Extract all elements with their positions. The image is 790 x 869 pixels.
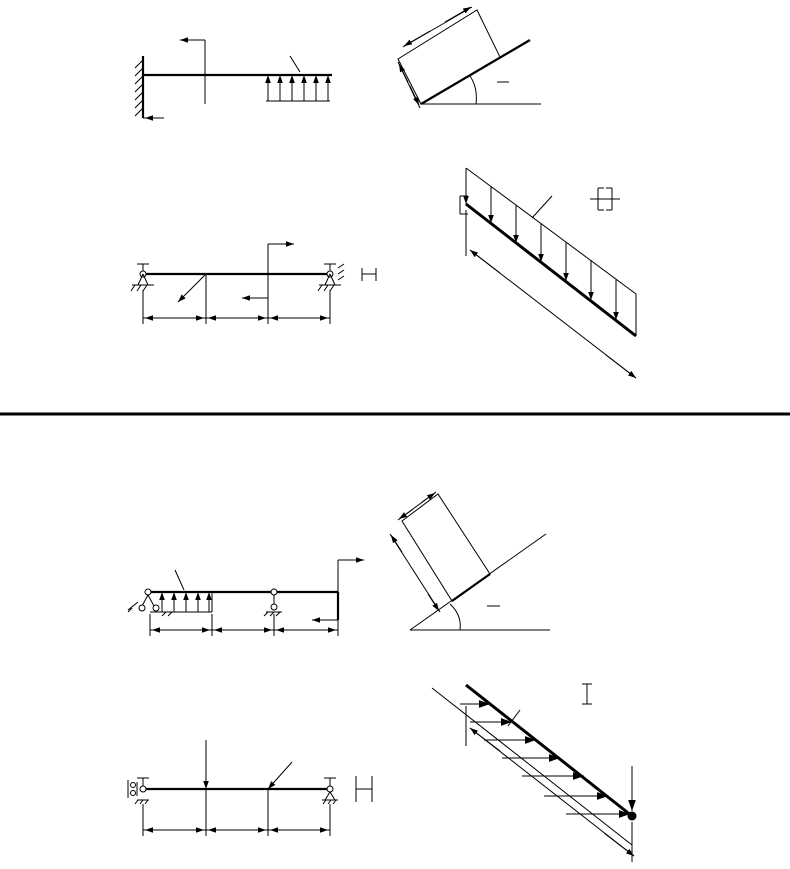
length-arrow-start [469, 249, 501, 274]
left-roller-support [127, 777, 149, 805]
angle-arc [449, 603, 461, 631]
end-joint [627, 811, 637, 821]
block [397, 9, 501, 105]
panel-inclined-beam-vertical-load [459, 167, 637, 379]
moment-arrow [180, 37, 206, 104]
moment-couple [312, 557, 364, 623]
load-leader [507, 709, 521, 727]
load-envelope [465, 167, 637, 295]
panel-simply-supported-beam [130, 241, 377, 324]
load-leader [174, 569, 185, 591]
width-arrow-left [398, 509, 413, 520]
panel-block-on-incline-2 [389, 491, 550, 631]
height-arrow-up [390, 534, 403, 553]
right-pin-support [317, 263, 345, 292]
block [401, 493, 491, 602]
horizontal-load-arrows [460, 700, 630, 818]
inclined-force-arrow [177, 273, 207, 303]
panel-cantilever-beam [134, 37, 332, 121]
panel-overhang-beam [127, 557, 364, 636]
length-arrow-end [605, 354, 637, 379]
panel-block-on-incline [397, 6, 541, 109]
i-beam-section [361, 268, 377, 281]
right-pin-support [322, 777, 338, 805]
load-leader [289, 55, 301, 73]
load-leader [531, 195, 553, 219]
panel-simply-supported-beam-2 [127, 740, 373, 836]
length-arrow-start [469, 727, 501, 752]
inclined-force-arrow [267, 761, 293, 790]
left-pin-support [130, 263, 154, 292]
angle-arc [469, 75, 477, 105]
span-dimensions [149, 614, 339, 636]
length-arrow-end [603, 832, 635, 857]
width-arrow-left [403, 30, 431, 47]
span-dimensions [142, 274, 331, 324]
width-arrow-right [444, 6, 472, 23]
distributed-load-upward [265, 75, 331, 102]
load-envelope [431, 687, 633, 846]
height-arrow-up [398, 63, 409, 83]
moment-couple [242, 241, 294, 301]
vertical-load-arrows [463, 168, 619, 320]
left-roller-support [127, 588, 173, 617]
i-beam-section [355, 776, 373, 802]
channel-section [590, 187, 620, 211]
inclined-beam [465, 202, 637, 338]
span-dimensions [142, 789, 331, 836]
i-beam-section [582, 683, 592, 705]
distributed-load-upward [150, 592, 213, 613]
width-arrow-right [421, 492, 436, 503]
wall-hatching [134, 59, 144, 117]
height-arrow-down [409, 85, 420, 106]
height-arrow-down [427, 593, 440, 612]
panel-inclined-beam-horizontal-load [431, 683, 637, 862]
middle-pin-support [263, 588, 282, 617]
